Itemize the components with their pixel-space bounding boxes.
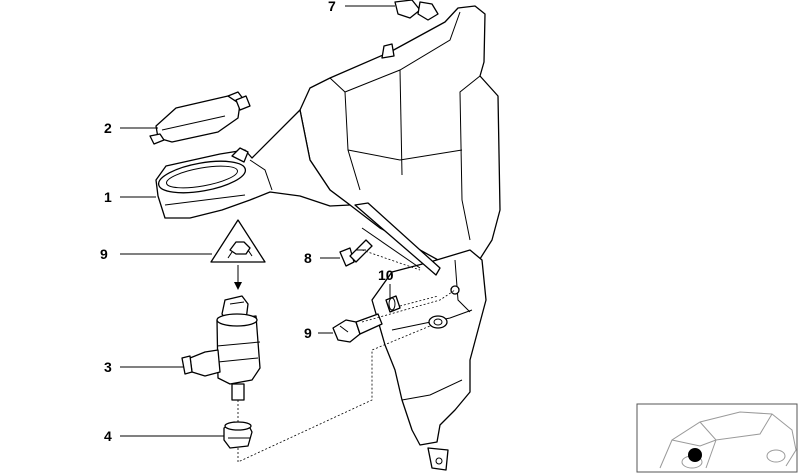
assembly-lines [237, 249, 456, 463]
washer-pump [181, 295, 261, 401]
callout-9-sensor: 9 [304, 325, 312, 341]
callout-leaders [120, 5, 395, 437]
grommet [223, 421, 253, 449]
seal-ring [385, 295, 401, 313]
level-sensor [332, 313, 383, 343]
reservoir-mount [394, 0, 439, 21]
callout-1: 1 [104, 189, 112, 205]
filler-neck [155, 109, 351, 219]
callout-2: 2 [104, 120, 112, 136]
callout-4: 4 [104, 428, 112, 444]
warning-triangle-icon [210, 219, 266, 290]
washer-reservoir [299, 5, 501, 471]
locator-dot-icon [688, 448, 702, 462]
callout-8: 8 [304, 250, 312, 266]
callout-7: 7 [328, 0, 336, 14]
vehicle-locator-inset [636, 403, 798, 473]
callout-10: 10 [378, 267, 394, 283]
bolt [339, 239, 373, 267]
callout-3: 3 [104, 359, 112, 375]
filler-cap [149, 91, 251, 145]
callout-9-warning-label: 9 [100, 246, 108, 262]
